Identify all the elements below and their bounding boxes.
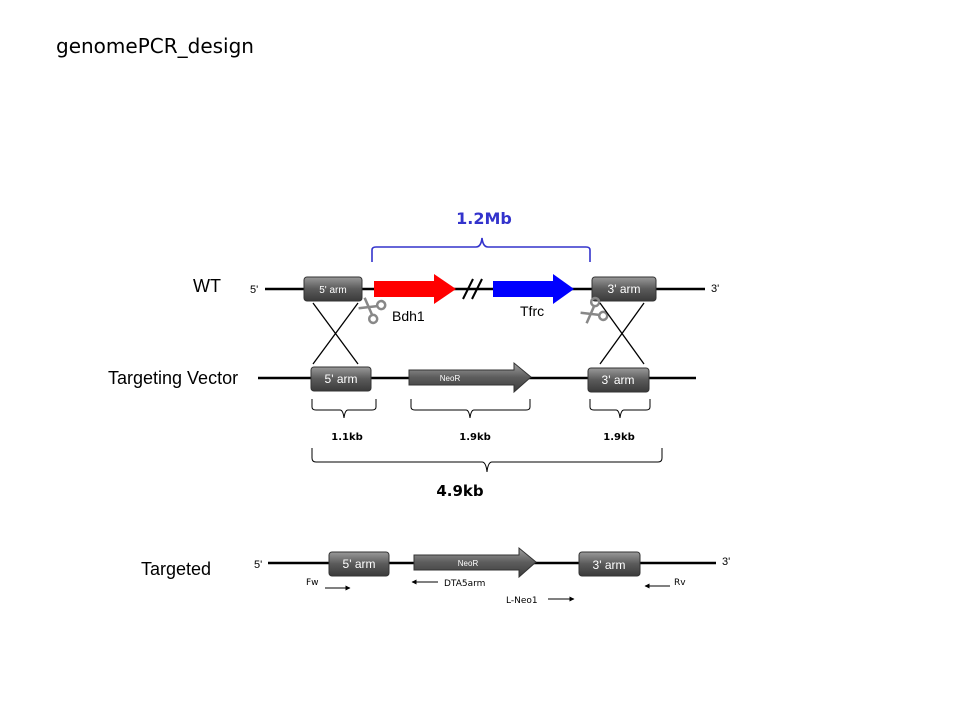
tfrc-label: Tfrc [520,303,544,319]
wt-3arm-box [591,276,657,302]
targeted-3prime-label: 3' [722,556,730,568]
bracket-3arm [589,399,651,419]
size-3arm: 1.9kb [603,432,635,443]
size-total: 4.9kb [436,482,484,500]
targeted-5arm-label: 5' arm [343,557,376,571]
wt-5prime-label: 5' [250,284,258,296]
size-neo: 1.9kb [459,432,491,443]
vector-5arm-box [310,366,372,392]
targeted-neo-arrow [413,546,537,579]
wt-3prime-label: 3' [711,283,719,295]
targeted-label: Targeted [141,559,211,579]
wt-label: WT [193,276,221,296]
span-bracket [371,237,591,262]
primer-lneo-label: L-Neo1 [506,596,538,606]
crossover-5arm [312,302,359,365]
wt-3arm-label: 3' arm [608,282,641,296]
span-label: 1.2Mb [456,209,512,228]
primer-rv-label: Rv [674,578,686,588]
scissors-icon [358,297,387,325]
bracket-5arm [311,399,377,419]
bdh1-label: Bdh1 [392,308,425,324]
slide-title: genomePCR_design [56,34,254,58]
vector-3arm-label: 3' arm [602,373,635,387]
break-mark-icon [462,278,483,300]
primer-dta-label: DTA5arm [444,579,485,589]
vector-neo-label: NeoR [440,374,461,383]
targeted-neo-label: NeoR [458,559,479,568]
scissors-icon [580,296,609,324]
targeted-5arm-box [328,551,390,577]
bdh1-arrow [374,274,456,304]
bracket-neo [410,399,531,419]
primer-fw-label: Fw [306,578,319,588]
size-5arm: 1.1kb [331,432,363,443]
targeted-5prime-label: 5' [254,559,262,571]
tfrc-arrow [493,274,574,304]
wt-5arm-box [303,276,363,302]
wt-5arm-label: 5' arm [319,285,346,296]
targeted-3arm-box [578,551,641,577]
vector-5arm-label: 5' arm [325,372,358,386]
vector-label: Targeting Vector [108,368,238,388]
crossover-3arm [599,302,645,365]
bracket-total [311,448,663,473]
vector-3arm-box [587,367,650,393]
vector-neo-arrow [408,361,532,394]
targeted-3arm-label: 3' arm [593,558,626,572]
